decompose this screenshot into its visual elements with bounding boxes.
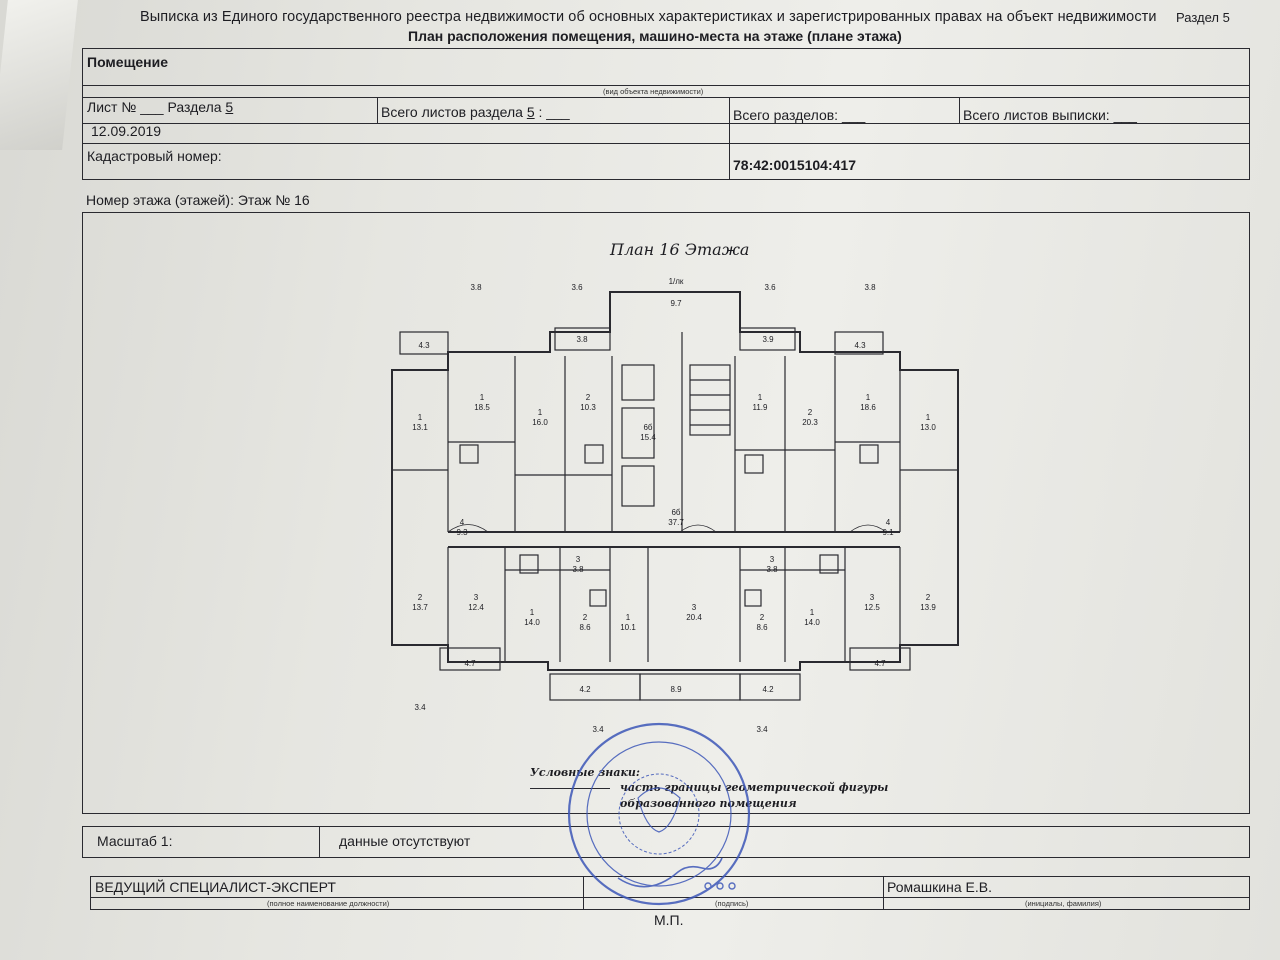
room-area: 18.6 (860, 403, 876, 412)
room-area: 8.6 (756, 623, 768, 632)
room-area: 37.7 (668, 518, 684, 527)
room-number: 6б (671, 508, 680, 517)
document-header: Выписка из Единого государственного реес… (140, 9, 1157, 25)
room-number: 1 (626, 613, 631, 622)
room-number: 2 (586, 393, 591, 402)
total-sections-field: Всего разделов: ___ (733, 107, 866, 123)
scale-value: данные отсутствуют (339, 833, 471, 849)
cadastral-label: Кадастровый номер: (87, 148, 222, 164)
room-area: 10.3 (580, 403, 596, 412)
room-area: 20.4 (686, 613, 702, 622)
official-name: Ромашкина Е.В. (887, 879, 992, 895)
room-number: 2 (760, 613, 765, 622)
floor-plan-drawing: 3.8 3.6 1/лк 9.7 3.6 3.8 4.3 3.8 3.9 4.3… (391, 277, 959, 734)
room-number: 3 (474, 593, 479, 602)
bottom-low-3: 3.4 (756, 725, 768, 734)
room-area: 14.0 (524, 618, 540, 627)
room-area: 15.4 (640, 433, 656, 442)
room-area: 10.1 (620, 623, 636, 632)
plan-title: План 16 Этажа (610, 240, 750, 259)
legend-title: Условные знаки: (530, 766, 640, 779)
room-number: 4 (886, 518, 891, 527)
balcony-dim-3: 3.9 (762, 335, 774, 344)
object-type: Помещение (87, 54, 169, 70)
bottom-low-2: 3.4 (592, 725, 604, 734)
balcony-dim-4: 4.3 (854, 341, 866, 350)
room-area: 3.8 (572, 565, 584, 574)
room-area: 9.1 (882, 528, 894, 537)
balcony-dim-2: 3.8 (576, 335, 588, 344)
room-area: 11.9 (753, 403, 769, 412)
top-mid-label: 1/лк (669, 277, 684, 286)
position-caption: (полное наименование должности) (267, 899, 390, 908)
room-number: 3 (576, 555, 581, 564)
legend-line2: образованного помещения (620, 797, 797, 810)
signature-table: ВЕДУЩИЙ СПЕЦИАЛИСТ-ЭКСПЕРТ Ромашкина Е.В… (90, 876, 1250, 910)
room-area: 13.1 (412, 423, 428, 432)
bottom-dim-2: 4.2 (579, 685, 591, 694)
room-area: 13.0 (920, 423, 936, 432)
name-caption: (инициалы, фамилия) (1025, 899, 1102, 908)
top-dim-5: 3.8 (864, 283, 876, 292)
position-title: ВЕДУЩИЙ СПЕЦИАЛИСТ-ЭКСПЕРТ (95, 879, 336, 895)
bottom-dim-1: 4.7 (464, 659, 476, 668)
room-number: 1 (810, 608, 815, 617)
room-number: 1 (926, 413, 931, 422)
bottom-dim-3: 8.9 (670, 685, 682, 694)
room-area: 18.5 (474, 403, 490, 412)
room-area: 8.6 (579, 623, 591, 632)
seal-place-label: М.П. (654, 912, 684, 928)
room-area: 13.9 (920, 603, 936, 612)
object-info-table: Помещение (вид объекта недвижимости) Лис… (82, 48, 1250, 180)
legend-line-sample (530, 788, 610, 789)
room-number: 2 (418, 593, 423, 602)
total-extract-sheets-field: Всего листов выписки: ___ (963, 107, 1137, 123)
balcony-dim-1: 4.3 (418, 341, 430, 350)
official-seal-stamp (567, 722, 751, 906)
room-number: 1 (758, 393, 763, 402)
room-number: 2 (926, 593, 931, 602)
scale-table: Масштаб 1: данные отсутствуют (82, 826, 1250, 858)
section-label: Раздел 5 (1176, 10, 1230, 25)
bottom-dim-4: 4.2 (762, 685, 774, 694)
room-number: 1 (418, 413, 423, 422)
bottom-low-1: 3.4 (414, 703, 426, 712)
room-number: 1 (866, 393, 871, 402)
total-sheets-field: Всего листов раздела 5 : ___ (381, 104, 570, 120)
extract-date: 12.09.2019 (91, 123, 162, 139)
room-area: 9.3 (456, 528, 468, 537)
signature-caption: (подпись) (715, 899, 749, 908)
room-number: 6б (643, 423, 652, 432)
room-number: 1 (480, 393, 485, 402)
room-number: 2 (808, 408, 813, 417)
document-subheader: План расположения помещения, машино-мест… (408, 28, 902, 44)
room-number: 2 (583, 613, 588, 622)
top-dim-4: 3.6 (764, 283, 776, 292)
room-area: 14.0 (804, 618, 820, 627)
floor-number-label: Номер этажа (этажей): Этаж № 16 (86, 192, 310, 208)
room-area: 12.5 (864, 603, 880, 612)
room-number: 3 (870, 593, 875, 602)
room-number: 3 (692, 603, 697, 612)
floor-plan-frame (82, 212, 1250, 814)
top-dim-2: 3.6 (571, 283, 583, 292)
room-area: 13.7 (412, 603, 428, 612)
legend-line1: часть границы геометрической фигуры (620, 781, 889, 794)
scale-label: Масштаб 1: (97, 833, 173, 849)
top-dim-1: 3.8 (470, 283, 482, 292)
cadastral-number: 78:42:0015104:417 (733, 157, 856, 173)
room-area: 20.3 (802, 418, 818, 427)
object-type-caption: (вид объекта недвижимости) (603, 87, 704, 96)
room-area: 3.8 (766, 565, 778, 574)
room-number: 1 (538, 408, 543, 417)
room-number: 1 (530, 608, 535, 617)
room-area: 12.4 (468, 603, 484, 612)
sheet-number-field: Лист № ___ Раздела 5 (87, 99, 234, 115)
room-area: 16.0 (532, 418, 548, 427)
top-dim-3: 9.7 (670, 299, 682, 308)
bottom-dim-5: 4.7 (874, 659, 886, 668)
room-number: 4 (460, 518, 465, 527)
room-number: 3 (770, 555, 775, 564)
